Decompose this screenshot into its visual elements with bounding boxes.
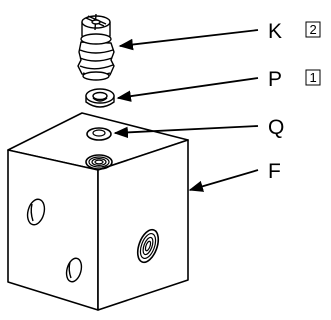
leader-p xyxy=(116,77,259,102)
top-threaded-hole xyxy=(85,154,113,170)
left-face-hole-upper xyxy=(26,198,46,226)
seal-washer-p xyxy=(85,88,115,108)
block-right-face xyxy=(97,139,189,311)
block-f xyxy=(7,112,189,311)
leader-q xyxy=(113,125,259,139)
block-left-face xyxy=(7,149,99,311)
label-p: P xyxy=(268,68,282,91)
leader-f xyxy=(188,169,259,192)
qty-k: 2 xyxy=(310,22,317,37)
leader-k xyxy=(118,29,259,51)
label-q: Q xyxy=(268,116,284,139)
qty-box-p: 1 xyxy=(305,69,321,86)
labels: K 2 P 1 Q F xyxy=(268,20,321,183)
qty-p: 1 xyxy=(310,70,317,85)
leader-lines xyxy=(113,29,259,192)
label-f: F xyxy=(268,160,281,183)
screw-plug-k xyxy=(77,13,115,81)
label-k: K xyxy=(268,20,282,43)
qty-box-k: 2 xyxy=(305,21,321,38)
left-face-hole-lower xyxy=(65,257,83,283)
right-face-threaded-hole xyxy=(136,228,160,264)
q-port-opening xyxy=(86,127,112,141)
